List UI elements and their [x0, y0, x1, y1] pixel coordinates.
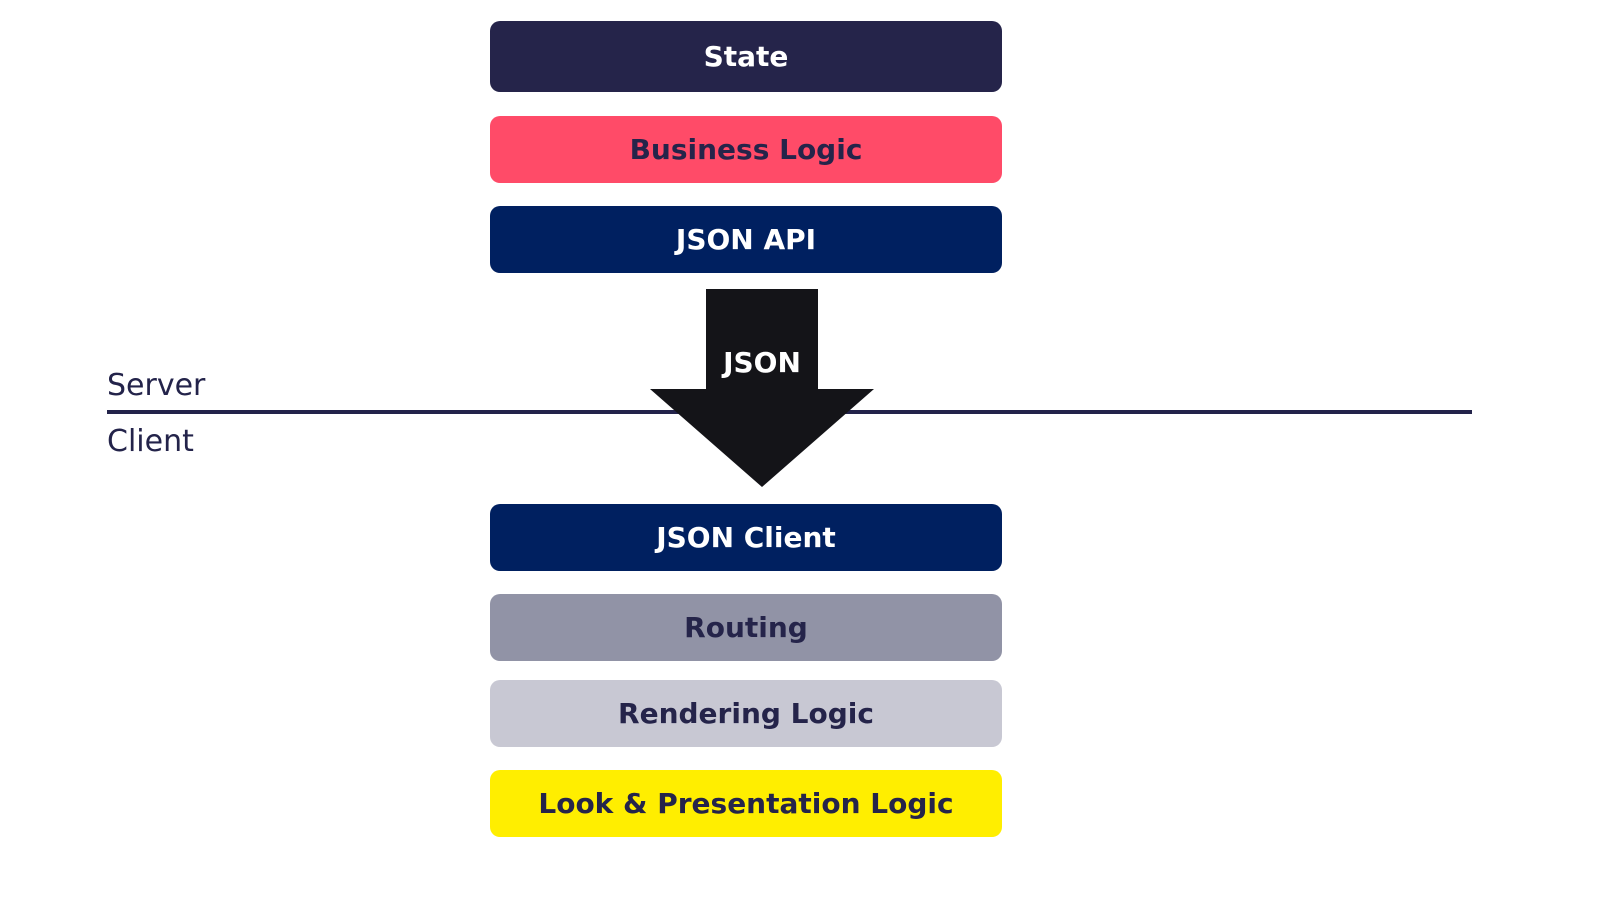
server-label: Server	[107, 368, 206, 403]
down-arrow-icon	[650, 289, 874, 487]
client-label: Client	[107, 424, 194, 459]
layer-routing: Routing	[490, 594, 1002, 661]
layer-state: State	[490, 21, 1002, 92]
arrow-shape	[650, 289, 874, 487]
layer-json-client: JSON Client	[490, 504, 1002, 571]
layer-look-presentation-logic: Look & Presentation Logic	[490, 770, 1002, 837]
layer-json-api: JSON API	[490, 206, 1002, 273]
arrow-label: JSON	[723, 346, 801, 379]
layer-rendering-logic: Rendering Logic	[490, 680, 1002, 747]
layer-business-logic: Business Logic	[490, 116, 1002, 183]
